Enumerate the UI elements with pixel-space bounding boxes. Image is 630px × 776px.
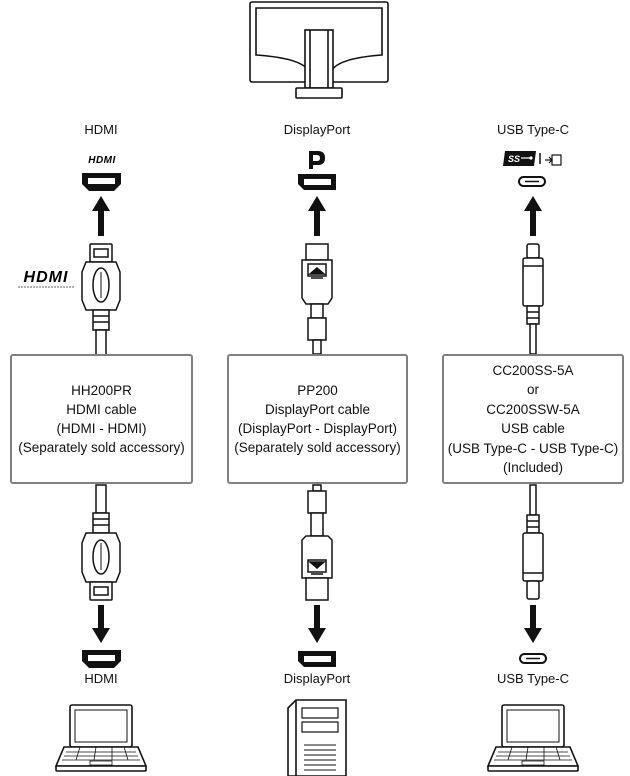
displayport-cable-info-box: PP200 DisplayPort cable (DisplayPort - D… [227, 354, 408, 484]
displayport-plug-lower [301, 484, 333, 601]
laptop-icon [54, 704, 148, 772]
usb-c-cable-ends: (USB Type-C - USB Type-C) [447, 440, 619, 456]
laptop-icon [486, 704, 580, 772]
hdmi-plug-upper [81, 243, 121, 356]
displayport-column-graphics [298, 151, 336, 667]
displayport-plug-upper [301, 243, 333, 355]
hdmi-bottom-label: HDMI [84, 671, 118, 686]
usb-c-column-graphics: SS [503, 151, 562, 664]
svg-text:HDMI: HDMI [24, 269, 69, 286]
superspeed-usb-logo-icon: SS [503, 151, 541, 166]
hdmi-cable-name: HDMI cable [66, 402, 137, 417]
usb-c-cable-name: USB cable [501, 421, 565, 436]
up-arrow-icon [92, 196, 110, 236]
down-arrow-icon [92, 605, 110, 643]
usb-c-cable-note: (Included) [502, 460, 564, 475]
usb-c-cable-or: or [526, 382, 539, 397]
displayport-logo-icon [309, 151, 325, 169]
hdmi-cable-note: (Separately sold accessory) [18, 440, 185, 455]
hdmi-top-label: HDMI [84, 122, 118, 137]
usb-c-top-label: USB Type-C [496, 122, 569, 137]
power-delivery-icon [545, 154, 562, 166]
hdmi-cable-info-box: HH200PR HDMI cable (HDMI - HDMI) (Separa… [10, 354, 193, 484]
usb-c-plug-lower [522, 484, 544, 600]
displayport-bottom-label: DisplayPort [283, 671, 351, 686]
hdmi-side-logo-icon: HDMI [18, 269, 74, 288]
hdmi-column-graphics: HDMI HDMI [18, 155, 121, 668]
displayport-cable-ends: (DisplayPort - DisplayPort) [237, 421, 398, 436]
usb-c-port-icon [518, 176, 546, 187]
displayport-cable-name: DisplayPort cable [264, 402, 371, 417]
displayport-port-icon [298, 651, 336, 667]
hdmi-port-icon [82, 173, 121, 191]
displayport-cable-note: (Separately sold accessory) [234, 440, 401, 455]
hdmi-cable-ends: (HDMI - HDMI) [56, 421, 147, 436]
displayport-top-label: DisplayPort [283, 122, 351, 137]
svg-text:SS: SS [508, 154, 520, 164]
displayport-port-icon [298, 174, 336, 190]
up-arrow-icon [308, 196, 326, 236]
usb-c-bottom-label: USB Type-C [496, 671, 569, 686]
usb-c-cable-model: CC200SS-5A [492, 362, 574, 378]
usb-c-cable-model-alt: CC200SSW-5A [486, 401, 580, 417]
up-arrow-icon [524, 196, 542, 236]
hdmi-cable-model: HH200PR [71, 383, 132, 398]
usb-c-port-icon [519, 653, 547, 664]
displayport-cable-model: PP200 [297, 383, 338, 398]
usb-c-cable-info-box: CC200SS-5A or CC200SSW-5A USB cable (USB… [442, 354, 624, 484]
monitor-icon [249, 1, 389, 99]
down-arrow-icon [308, 605, 326, 643]
usb-c-plug-upper [522, 243, 544, 355]
down-arrow-icon [524, 605, 542, 643]
hdmi-logo-icon: HDMI [88, 155, 116, 166]
hdmi-port-icon [82, 650, 121, 668]
hdmi-plug-lower [81, 484, 121, 601]
svg-text:HDMI: HDMI [88, 155, 116, 166]
desktop-tower-icon [287, 699, 347, 776]
